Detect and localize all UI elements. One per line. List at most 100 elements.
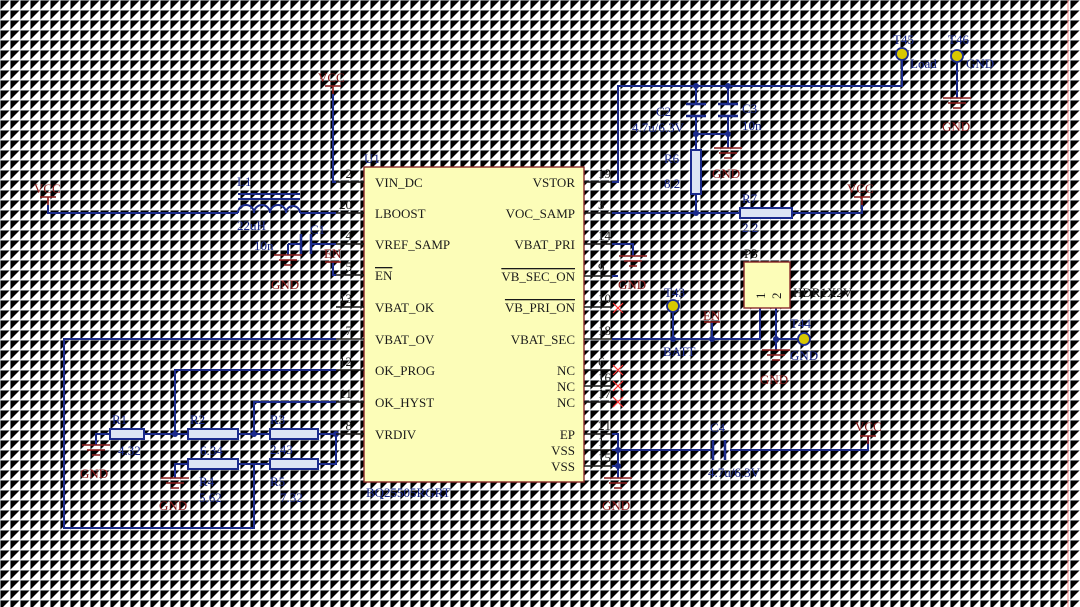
r4-ref: R4 [199,474,215,489]
t43-ref: T43 [664,285,685,300]
pin-name: VSTOR [533,175,576,190]
t44-net: GND [790,348,818,363]
en-net-port[interactable]: EN [324,246,342,263]
pin-number: 3 [598,197,605,212]
junction-dot [251,431,257,437]
chip-pin-right[interactable]: 9VB_SEC_ON [501,260,612,284]
vcc-label: VCC [855,419,882,434]
chip-pin-right[interactable]: 6NC [557,354,612,378]
t44-ref: T44 [790,316,811,331]
gnd-symbol[interactable]: GND [271,254,302,292]
junction-dot [615,447,621,453]
pin-name: NC [557,363,575,378]
chip-designator: U1 [364,151,380,166]
test-point-t45[interactable]: T45 Load [893,32,937,71]
p3-value: HDR1X2V [793,285,853,300]
gnd-symbol[interactable]: GND [602,477,632,513]
vcc-port[interactable]: VCC [34,181,61,205]
junction-dot [615,463,621,469]
l1-ref: L1 [237,174,251,189]
pin-name: OK_HYST [375,395,434,410]
vcc-port[interactable]: VCC [847,181,874,205]
pin-name: VRDIV [375,427,417,442]
test-point-t43[interactable]: T43 BATT [663,285,696,359]
gnd-symbol[interactable]: GND [712,147,742,181]
chip-body[interactable] [363,166,585,483]
gnd-symbol[interactable]: GND [942,97,971,134]
pin-name: VREF_SAMP [375,237,450,252]
pin-name: VB_PRI_ON [505,300,576,315]
capacitor-c4[interactable]: C4 4.7u/6.3V [708,420,761,480]
no-connect-x [612,364,624,376]
r1-value: 4.32 [118,443,141,458]
c1-ref: C1 [310,222,325,237]
inductor-l1[interactable]: L1 22uH [237,174,301,233]
p3-pin2: 2 [769,293,784,300]
pin-number: 5 [346,259,353,274]
pin-name: VBAT_OK [375,300,435,315]
t46-ref: T46 [948,32,969,47]
pin-number: 9 [598,260,605,275]
gnd-label: GND [618,277,646,292]
pin-name: EP [560,427,575,442]
vcc-label: VCC [847,181,874,196]
resistor-r7[interactable]: R7 2.2 [739,191,793,235]
c4-value: 4.7u/6.3V [708,465,761,480]
pin-number: 1 [598,434,605,449]
pin-number: 21 [598,418,611,433]
gnd-symbol[interactable]: GND [159,477,189,513]
capacitor-c2[interactable]: C2 4.7u/6.3V [632,102,706,135]
junction-dot [670,336,676,342]
vcc-port[interactable]: VCC [855,419,882,444]
gnd-label: GND [602,498,630,513]
gnd-symbol[interactable]: GND [618,255,647,292]
resistor-r4[interactable]: R4 5.62 [187,458,239,505]
resistor-r3[interactable]: R3 2.43 [269,412,319,457]
pin-name: VBAT_SEC [511,332,575,347]
r3-value: 2.43 [270,442,293,457]
gnd-symbol[interactable]: GND [80,444,110,481]
no-connect-x [612,302,624,314]
test-point-t46[interactable]: T46 GND [948,32,994,71]
capacitor-c1[interactable]: C1 10n [254,222,325,254]
test-point-t44[interactable]: T44 GND [790,316,818,363]
gnd-symbol[interactable]: GND [760,349,790,387]
junction-dot [773,336,779,342]
resistor-r2[interactable]: R2 6.34 [187,412,239,458]
resistor-r1[interactable]: R1 4.32 [109,412,145,458]
capacitor-c3[interactable]: C3 10n [718,101,762,133]
vcc-port[interactable]: VCC [318,70,345,94]
resistor-r5[interactable]: R5 7.32 [269,458,319,505]
pin-name: VB_SEC_ON [501,269,575,284]
chip-u1[interactable]: U1 BQ25505RGRT 2VIN_DC20LBOOST4VREF_SAMP… [336,151,612,500]
resistor-r6[interactable]: R6 8.2 [664,149,702,195]
en-label: EN [703,308,721,323]
chip-pin-left[interactable]: 5EN [336,259,393,283]
r2-ref: R2 [190,412,205,427]
no-connect-markers [612,302,624,408]
pin-number: 10 [598,291,611,306]
r6-value: 8.2 [664,176,680,191]
pin-number: 7 [346,323,353,338]
en-net-port[interactable]: EN [703,308,721,323]
header-p3[interactable]: P3 HDR1X2V 1 2 [743,246,853,309]
pin-number: 13 [339,291,352,306]
